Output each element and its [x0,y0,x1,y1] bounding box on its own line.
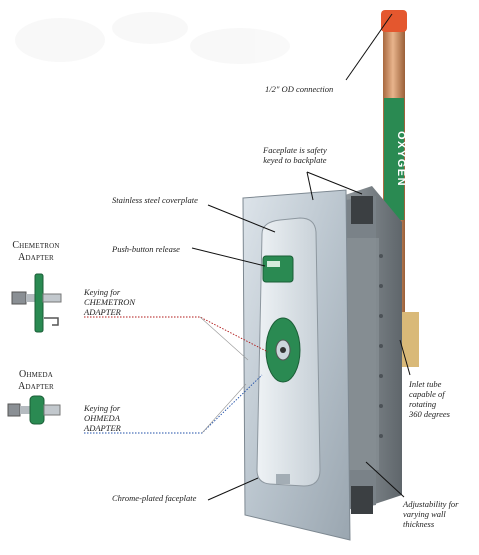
adjustability-callout: Adjustability for varying wall thickness [403,499,459,529]
faceplate-keyed-callout: Faceplate is safety keyed to backplate [263,145,327,165]
od-connection-callout: 1/2" OD connection [265,84,334,94]
push-button[interactable] [262,255,294,283]
tube-cap [381,10,407,32]
keying-chemetron-callout: Keying for CHEMETRON ADAPTER [84,287,135,317]
coverplate-callout: Stainless steel coverplate [112,195,198,205]
back-box [345,186,402,514]
keying-lines [84,316,269,434]
push-button-label [267,261,280,267]
leader-lines [191,13,411,501]
faceplate-logo [276,474,290,484]
brass-fitting [397,312,419,367]
keying-ohmeda-callout: Keying for OHMEDA ADAPTER [84,403,121,433]
chemetron-adapter-title: Chemetron Adapter [12,240,60,263]
push-button-callout: Push-button release [112,244,180,254]
chrome-faceplate-callout: Chrome-plated faceplate [112,493,197,503]
ohmeda-adapter-title: Ohmeda Adapter [18,369,54,392]
inlet-tube-callout: Inlet tube capable of rotating 360 degre… [409,379,450,419]
tube-oxygen-label: OXYGEN [395,131,407,187]
oxygen-socket [265,317,301,383]
chemetron-adapter [11,273,62,333]
oxygen-label-band [384,98,404,220]
ohmeda-adapter [7,395,61,425]
background-watermark [15,12,290,64]
